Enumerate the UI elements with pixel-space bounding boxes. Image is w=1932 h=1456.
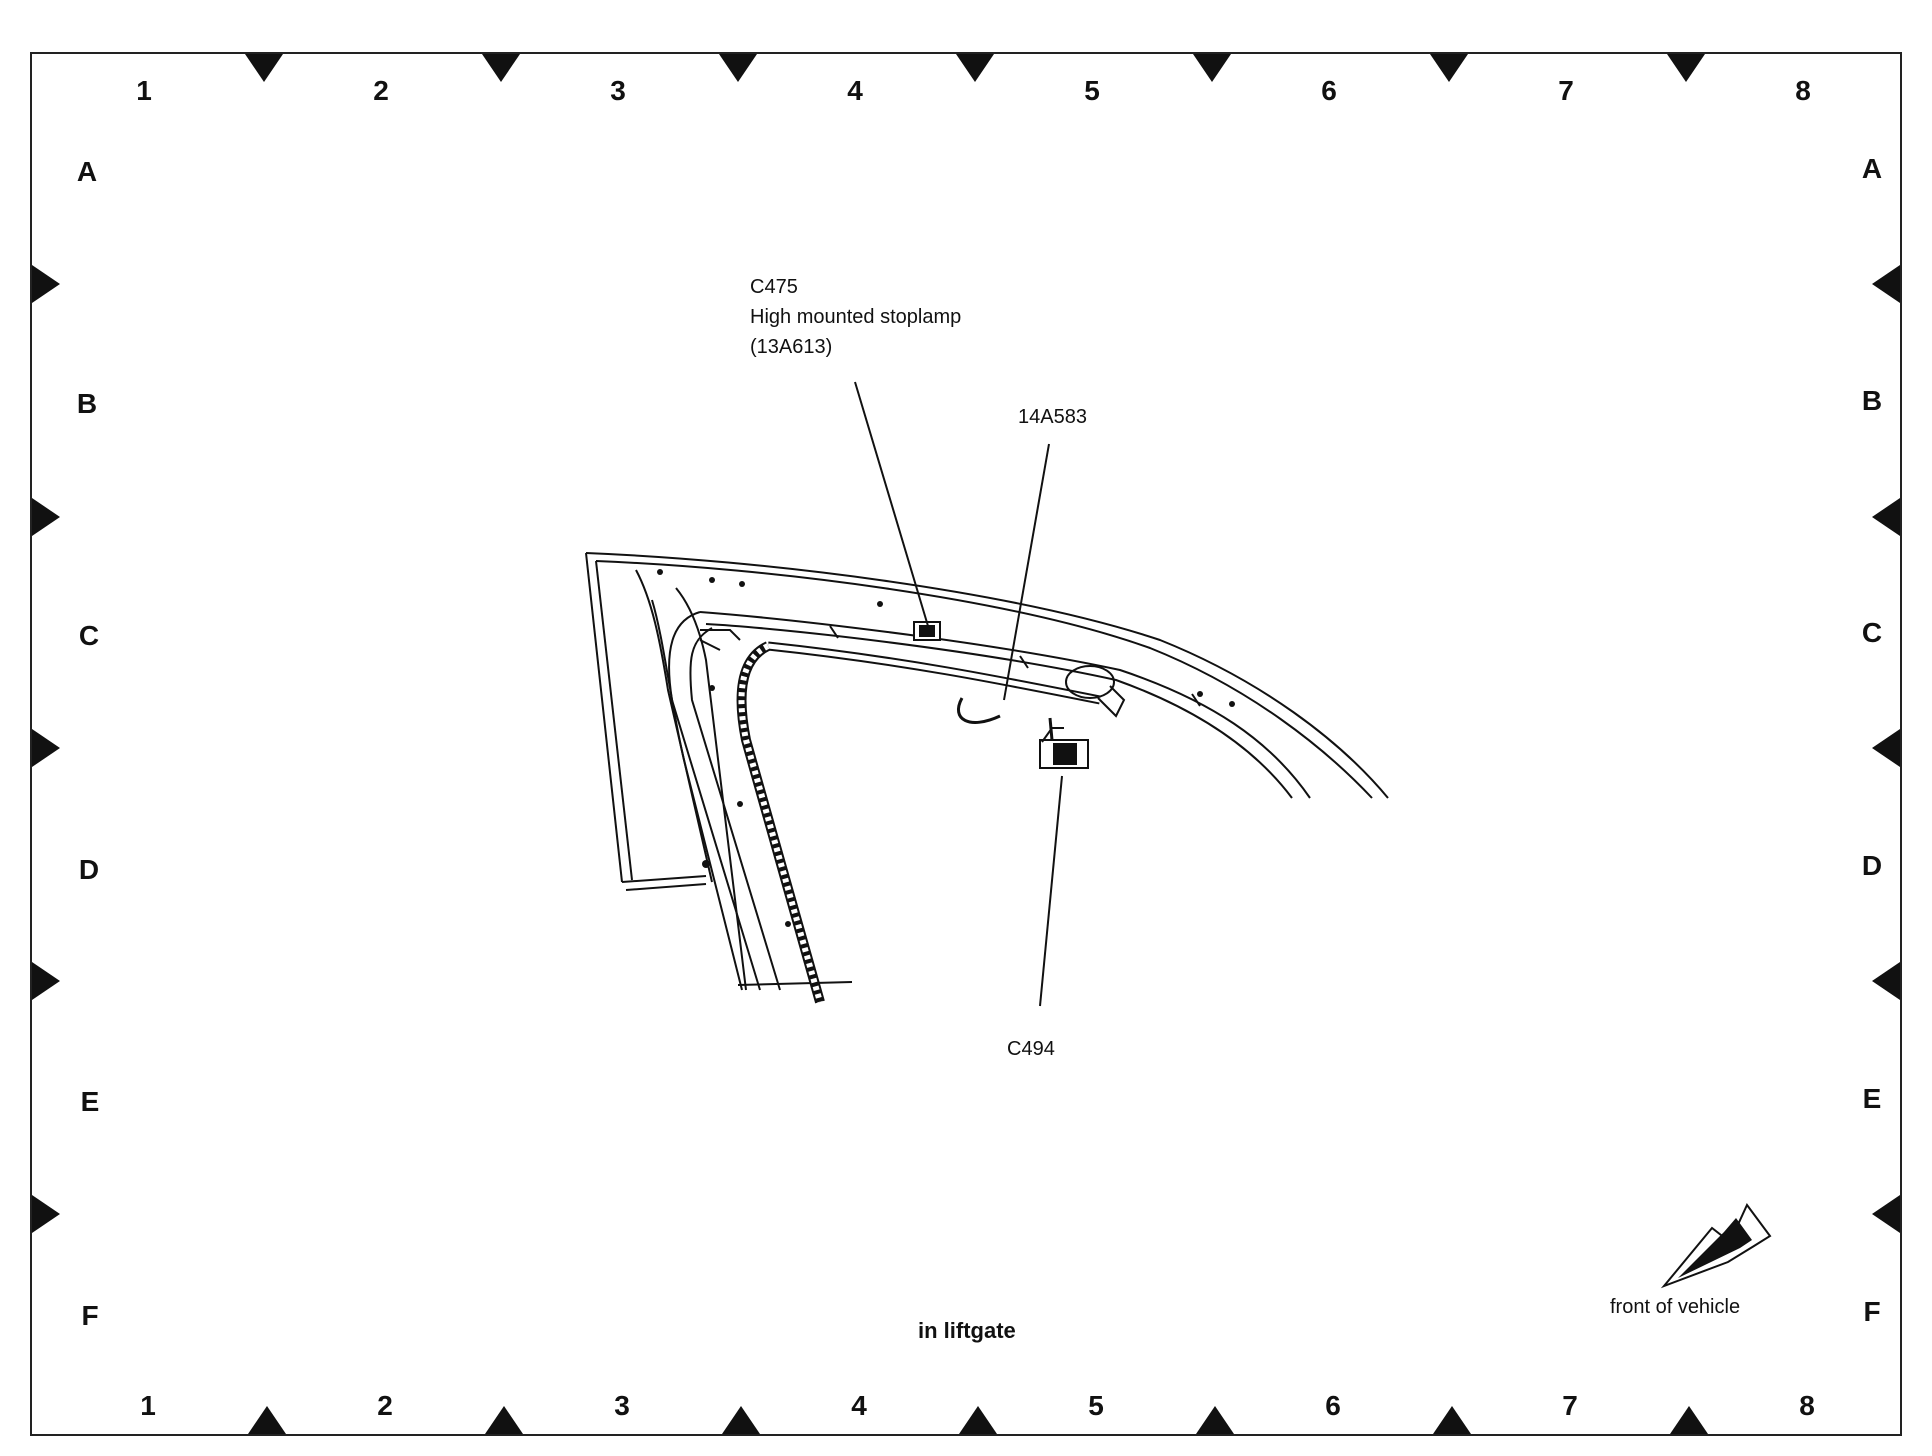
column-label-bottom: 6 (1325, 1390, 1341, 1421)
column-label-bottom: 8 (1799, 1390, 1815, 1421)
row-label-right: F (1863, 1296, 1881, 1327)
row-label-left: E (80, 1086, 100, 1117)
harness-label: 14A583 (1018, 406, 1087, 428)
zone-tick-left (32, 1195, 60, 1233)
harness-leader (1003, 443, 1050, 701)
column-label-bottom: 7 (1562, 1390, 1578, 1421)
c475-connector-label: C475 High mounted stoplamp (13A613) (750, 272, 961, 362)
c494-connector (1039, 727, 1089, 769)
fastener-marks (657, 569, 1235, 927)
zone-tick-bottom (959, 1406, 997, 1434)
column-label-bottom: 1 (140, 1390, 156, 1421)
column-label-top: 5 (1084, 75, 1100, 106)
row-label-right: C (1861, 617, 1883, 648)
row-label-right: E (1862, 1083, 1882, 1114)
zone-tick-right (1872, 265, 1900, 303)
zone-tick-bottom (485, 1406, 523, 1434)
column-label-bottom: 3 (614, 1390, 630, 1421)
row-label-left: B (76, 388, 98, 419)
column-label-bottom: 2 (377, 1390, 393, 1421)
zone-tick-bottom (1670, 1406, 1708, 1434)
column-label-bottom: 4 (851, 1390, 867, 1421)
liftgate-body (585, 552, 1389, 991)
c475-name: High mounted stoplamp (750, 306, 962, 328)
row-label-left: C (78, 620, 100, 651)
zone-tick-top (1430, 54, 1468, 82)
zone-tick-bottom (1196, 1406, 1234, 1434)
zone-tick-left (32, 498, 60, 536)
diagram-caption: in liftgate (918, 1318, 1016, 1343)
column-label-top: 3 (610, 75, 626, 106)
wiring-harness (736, 641, 1101, 1004)
zone-tick-top (482, 54, 520, 82)
row-label-left: F (81, 1300, 99, 1331)
row-label-right: D (1861, 850, 1883, 881)
zone-tick-right (1872, 1195, 1900, 1233)
zone-tick-top (719, 54, 757, 82)
column-label-top: 8 (1795, 75, 1811, 106)
zone-tick-left (32, 729, 60, 767)
zone-tick-bottom (722, 1406, 760, 1434)
row-label-right: A (1861, 153, 1883, 184)
zone-tick-top (1667, 54, 1705, 82)
arrow-icon (1660, 1203, 1772, 1289)
column-label-top: 6 (1321, 75, 1337, 106)
column-label-top: 2 (373, 75, 389, 106)
column-label-bottom: 5 (1088, 1390, 1104, 1421)
row-label-right: B (1861, 385, 1883, 416)
column-label-top: 1 (136, 75, 152, 106)
zone-ticks (32, 54, 1900, 1434)
leader-lines (854, 381, 1063, 1007)
front-of-vehicle-label: front of vehicle (1610, 1296, 1741, 1318)
zone-tick-right (1872, 498, 1900, 536)
zone-tick-top (1193, 54, 1231, 82)
zone-tick-bottom (1433, 1406, 1471, 1434)
zone-tick-bottom (248, 1406, 286, 1434)
column-label-top: 4 (847, 75, 863, 106)
c494-leader (1039, 775, 1063, 1007)
zone-tick-top (245, 54, 283, 82)
zone-tick-left (32, 265, 60, 303)
harness-clip (1065, 665, 1126, 718)
row-label-left: D (78, 854, 100, 885)
column-label-top: 7 (1558, 75, 1574, 106)
zone-tick-top (956, 54, 994, 82)
diagram-frame (30, 52, 1902, 1436)
c475-leader (854, 381, 929, 627)
zone-tick-right (1872, 729, 1900, 767)
row-label-left: A (76, 156, 98, 187)
c475-id: C475 (750, 276, 798, 298)
c475-part-number: (13A613) (750, 336, 833, 358)
zone-tick-left (32, 962, 60, 1000)
zone-tick-right (1872, 962, 1900, 1000)
c494-connector-label: C494 (1007, 1038, 1055, 1060)
